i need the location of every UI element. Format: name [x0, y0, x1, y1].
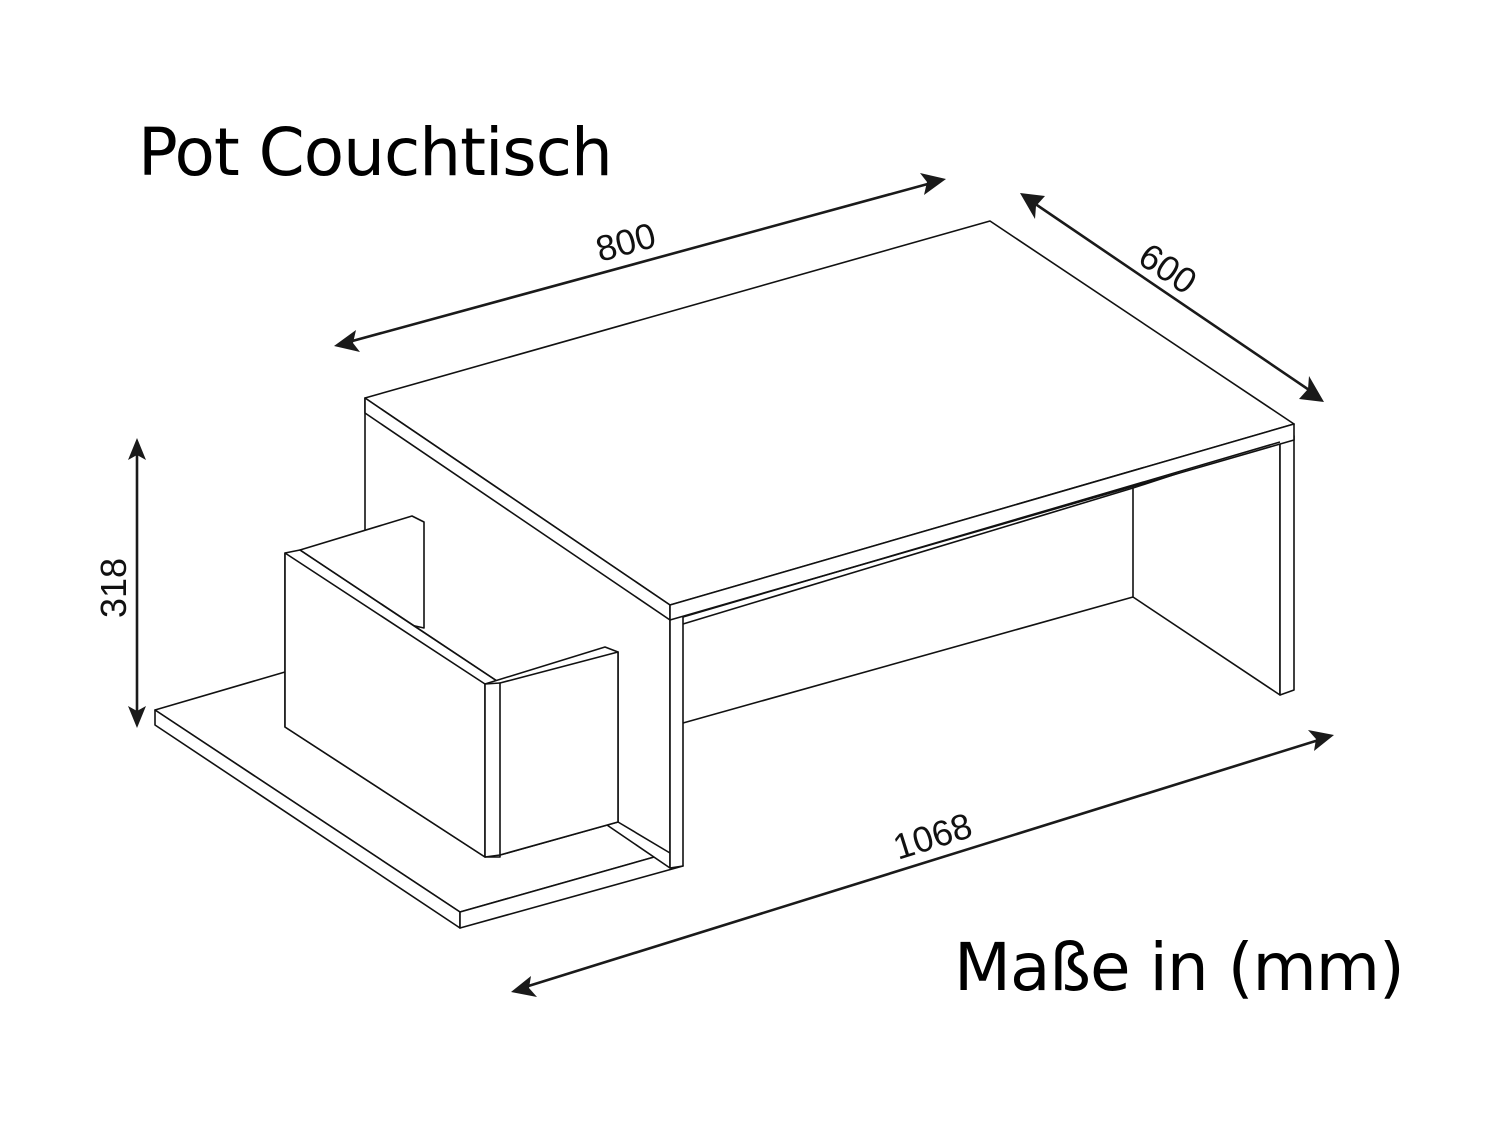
arrow-right-icon	[1308, 730, 1334, 751]
dimension-label-800: 800	[591, 214, 660, 269]
right-leg-panel	[1132, 435, 1295, 696]
arrow-up-left-icon	[1020, 193, 1045, 219]
arrow-down-icon	[128, 706, 146, 728]
back-crossbar	[682, 487, 1134, 724]
dimension-label-1068: 1068	[888, 804, 977, 867]
dimension-label-600: 600	[1132, 235, 1205, 303]
arrow-left-icon	[334, 330, 360, 352]
units-note: Maße in (mm)	[954, 929, 1405, 1006]
dimension-label-318: 318	[93, 558, 134, 618]
table-top	[364, 220, 1295, 621]
magazine-rack	[284, 515, 671, 858]
arrow-up-icon	[128, 438, 146, 460]
dimension-318: 318	[93, 438, 146, 728]
drawing-title: Pot Couchtisch	[138, 114, 613, 191]
arrow-right-icon	[920, 173, 946, 195]
arrow-down-right-icon	[1299, 376, 1324, 402]
arrow-left-icon	[511, 976, 537, 997]
